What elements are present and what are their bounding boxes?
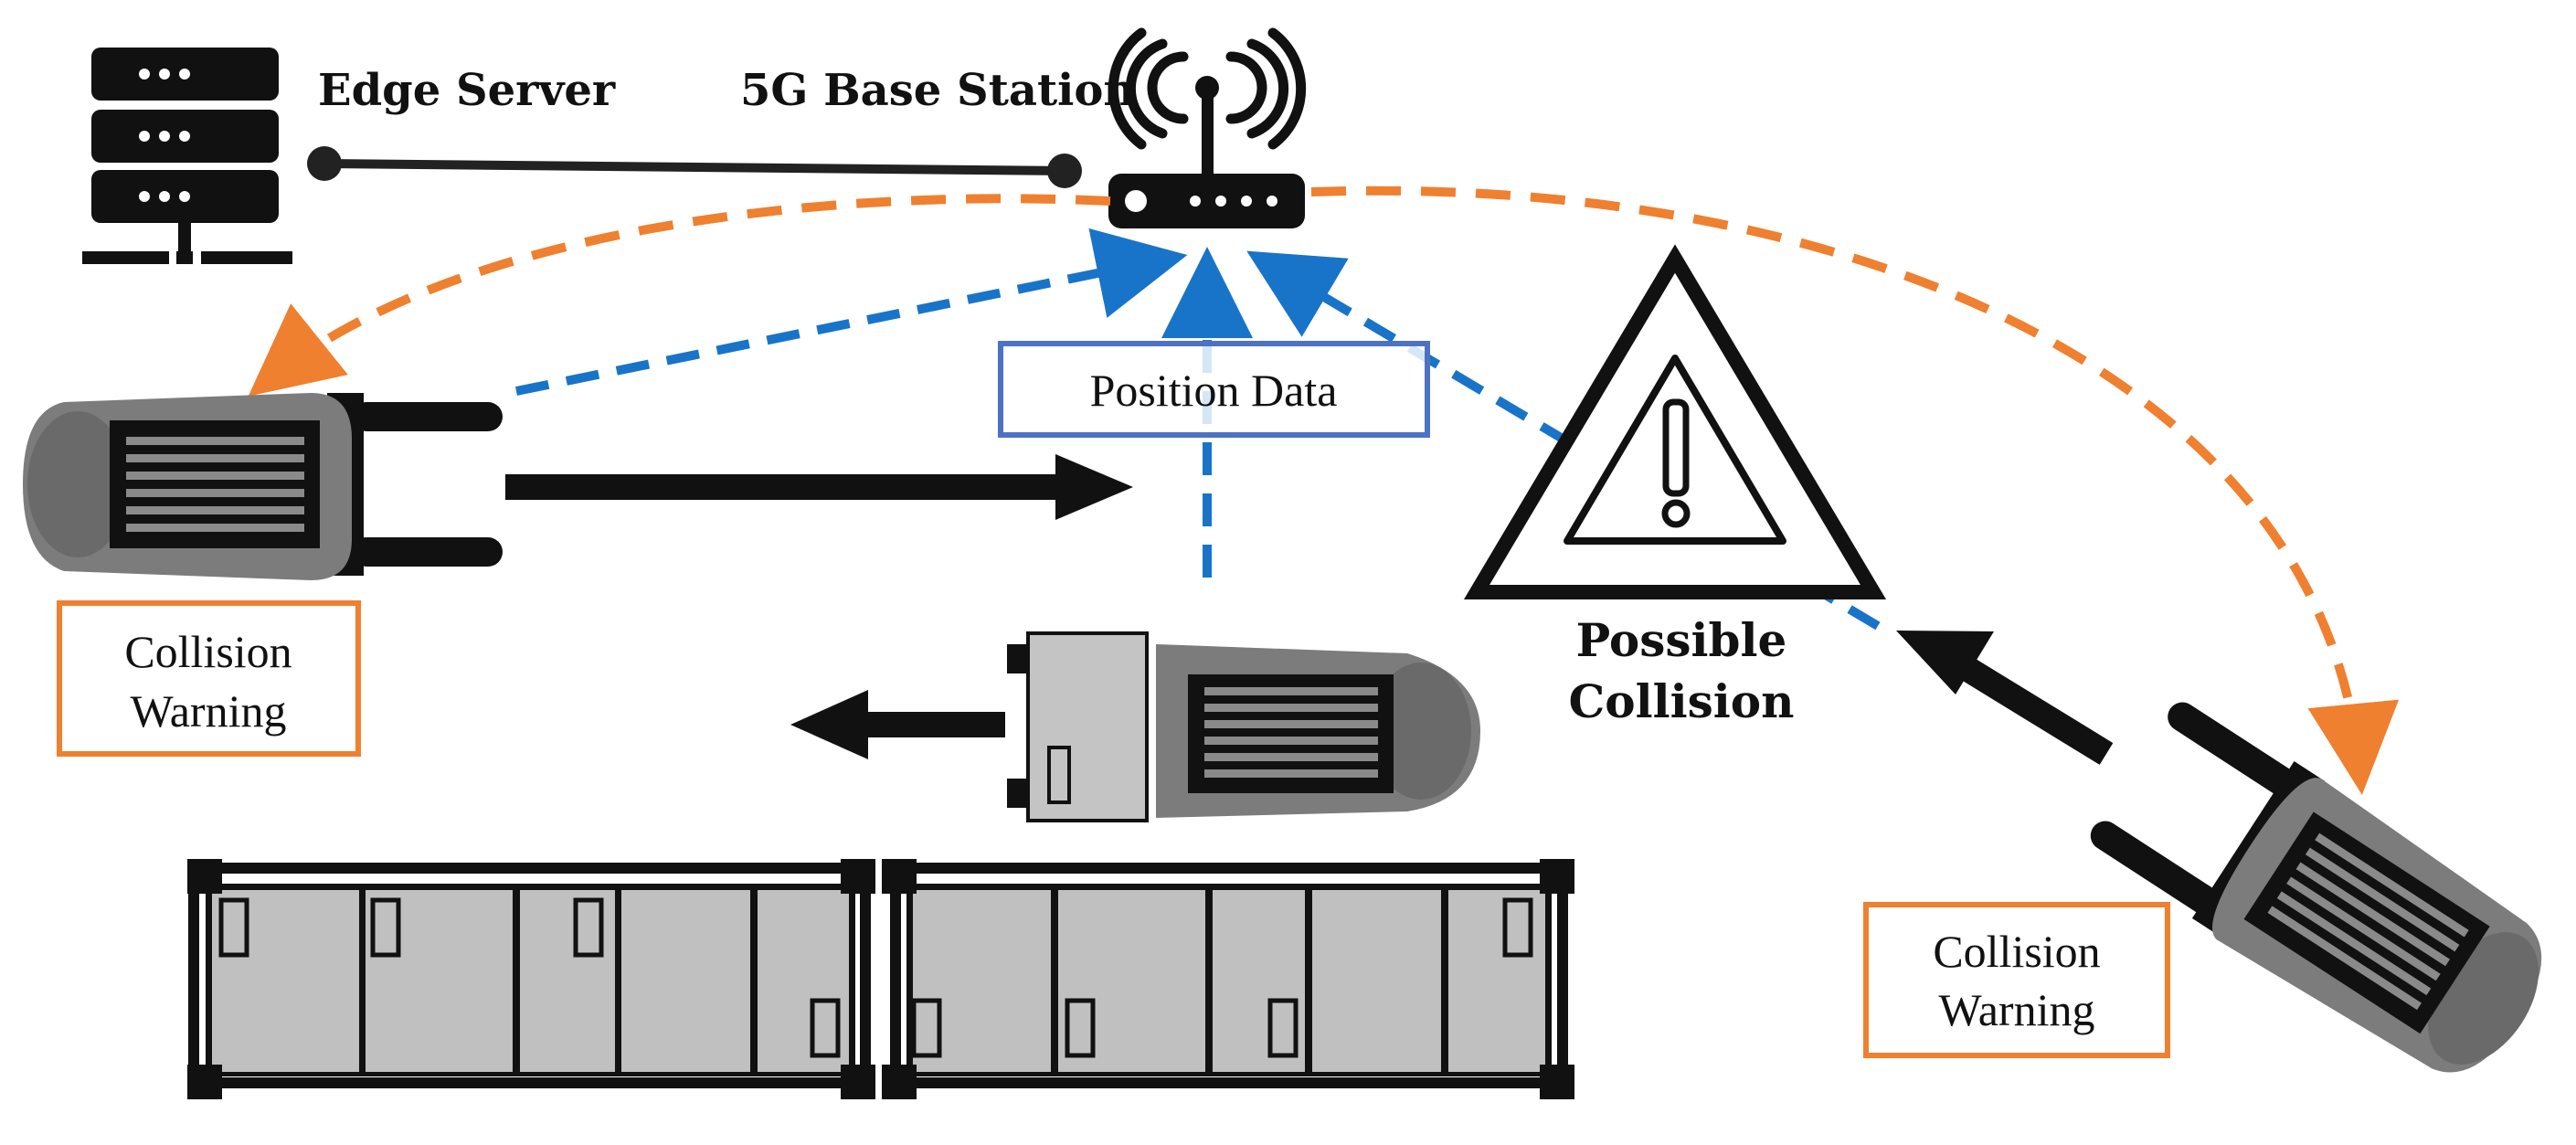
warehouse-shelf-left [187,859,875,1099]
server-rack-icon [82,48,292,264]
collision-warning-box-right: Collision Warning [1863,902,2170,1058]
direction-arrow-left [790,690,1005,759]
position-data-label: Position Data [1090,365,1338,416]
position-uplink-left [515,228,1188,396]
forklift-right [2090,702,2542,1073]
collision-warning-box-left: Collision Warning [57,600,361,757]
link-endpoint-station [1047,154,1082,188]
possible-collision-line1: Possible [1576,613,1787,667]
warning-downlink-left [248,194,1111,397]
link-endpoint-server [307,146,342,181]
collision-warning-left-line1: Collision [124,626,292,677]
warehouse-shelf-right [882,859,1574,1099]
direction-arrow-right [505,454,1133,520]
edge-server-label: Edge Server [318,65,616,116]
possible-collision-line2: Collision [1569,674,1795,728]
direction-arrow-upleft [1896,631,2114,765]
server-backhaul-link [323,159,1065,175]
forklift-left [23,393,503,580]
collision-warning-left-line2: Warning [131,685,287,737]
collision-warning-right-line1: Collision [1933,926,2100,977]
warning-triangle-icon [1463,244,1887,599]
wireless-router-icon [1108,27,1307,228]
warning-downlink-right [1310,186,2400,795]
position-data-box: Position Data [998,341,1430,438]
base-station-label: 5G Base Station [740,65,1135,116]
forklift-center [1007,631,1480,822]
collision-warning-right-line2: Warning [1939,984,2095,1035]
